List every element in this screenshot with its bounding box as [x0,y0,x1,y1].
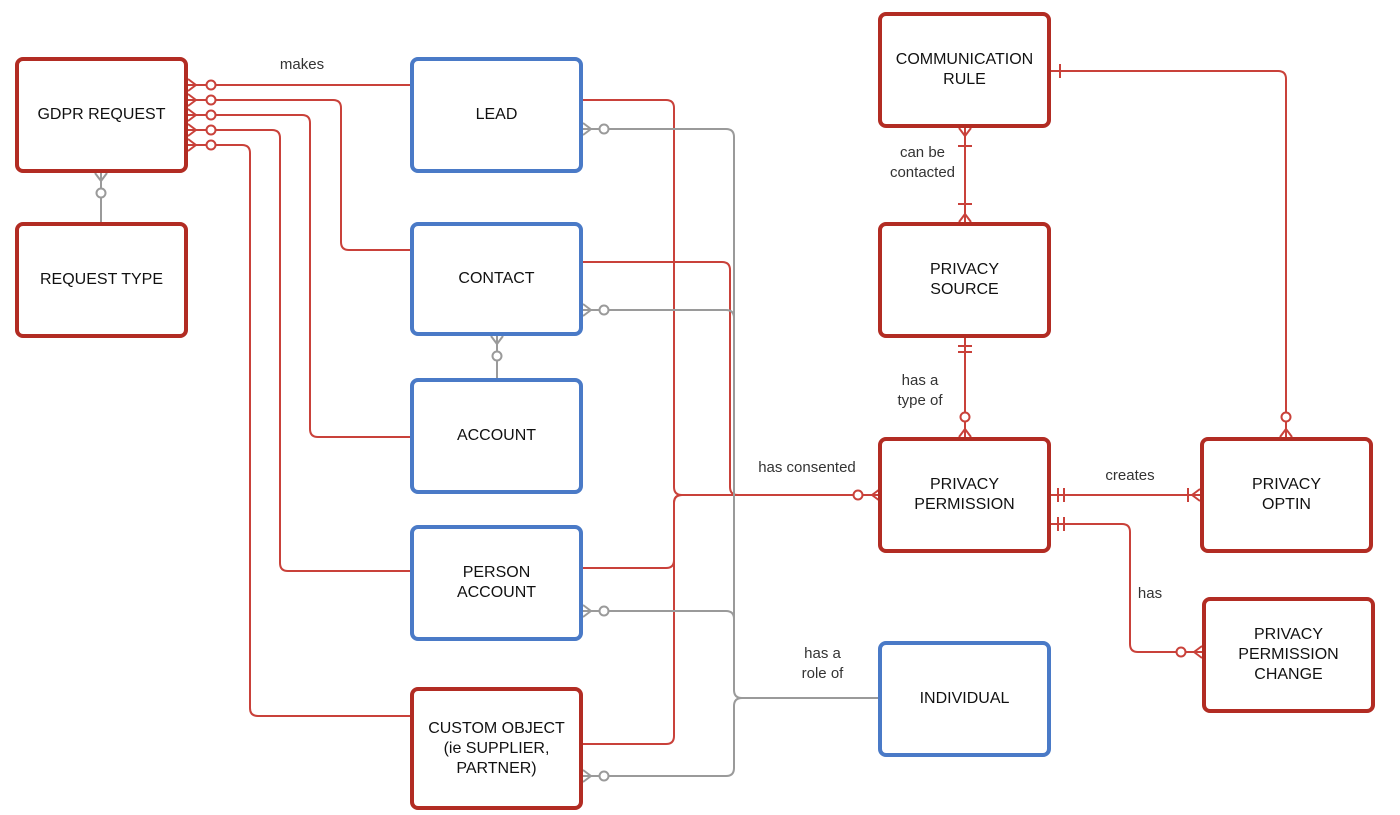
label-has-consented: has consented [758,459,856,476]
label-creates: creates [1105,467,1155,484]
entity-request-type[interactable]: REQUEST TYPE [15,222,188,338]
label-makes: makes [279,56,325,73]
connector-individual-personaccount [583,610,735,620]
label-has-a-type-of: has a type of [897,372,943,409]
entity-person-account[interactable]: PERSON ACCOUNT [410,525,583,641]
connector-personaccount-gdpr [188,129,410,572]
entity-communication-rule[interactable]: COMMUNICATION RULE [878,12,1051,128]
connector-permission-change [1051,523,1202,653]
crowfoot-markers-gdpr [187,78,217,152]
connector-contact-permission [583,261,739,496]
connector-rule-optin [1051,70,1287,437]
connector-customobject-gdpr [188,144,410,717]
crowfoot-markers-right [852,64,1293,659]
connector-customobject-permission [583,494,683,745]
connector-account-gdpr [188,114,410,438]
connector-personaccount-permission [583,494,683,569]
entity-privacy-permission-change[interactable]: PRIVACY PERMISSION CHANGE [1202,597,1375,713]
label-has-a-role-of: has a role of [801,645,844,682]
entity-individual[interactable]: INDIVIDUAL [878,641,1051,757]
label-can-be-contacted: can be contacted [889,144,956,181]
crowfoot-markers-gray [94,122,610,783]
entity-contact[interactable]: CONTACT [410,222,583,336]
connector-individual-contact [583,309,735,319]
entity-account[interactable]: ACCOUNT [410,378,583,494]
entity-privacy-optin[interactable]: PRIVACY OPTIN [1200,437,1373,553]
entity-privacy-permission[interactable]: PRIVACY PERMISSION [878,437,1051,553]
entity-lead[interactable]: LEAD [410,57,583,173]
entity-privacy-source[interactable]: PRIVACY SOURCE [878,222,1051,338]
connector-contact-gdpr [188,99,410,251]
entity-custom-object[interactable]: CUSTOM OBJECT (ie SUPPLIER, PARTNER) [410,687,583,810]
entity-gdpr-request[interactable]: GDPR REQUEST [15,57,188,173]
connector-individual-customobject [583,697,743,777]
connector-lead-permission [583,99,880,496]
label-has: has [1137,585,1163,602]
